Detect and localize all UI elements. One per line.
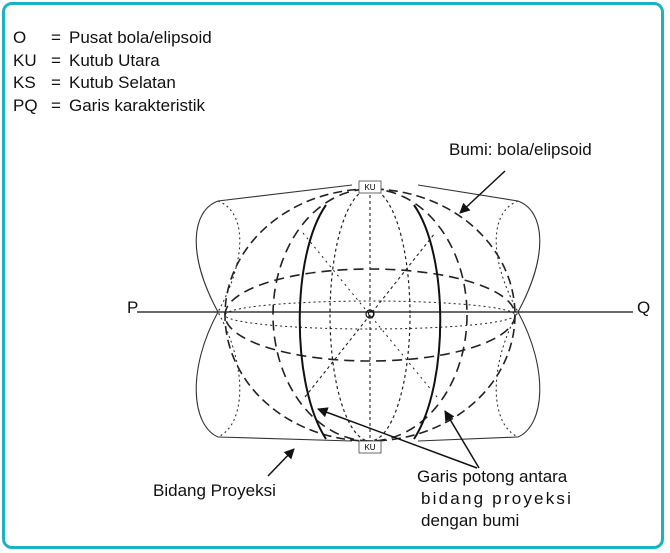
projection-plane-label: Bidang Proyeksi	[153, 481, 276, 500]
center-point-o	[365, 309, 375, 319]
legend: O = Pusat bola/elipsoid KU = Kutub Utara…	[13, 27, 212, 117]
legend-key: O	[13, 28, 27, 47]
legend-row-o: O = Pusat bola/elipsoid	[13, 27, 212, 50]
legend-row-ku: KU = Kutub Utara	[13, 50, 212, 73]
point-p-label: P	[127, 298, 139, 317]
legend-key: PQ	[13, 95, 38, 115]
legend-key: KS	[13, 73, 36, 92]
legend-equals: =	[51, 50, 61, 70]
north-pole-marker	[358, 180, 382, 194]
figure-frame: O = Pusat bola/elipsoid KU = Kutub Utara…	[2, 2, 664, 549]
legend-key: KU	[13, 50, 37, 70]
north-pole-label: KU	[364, 183, 375, 192]
projection-diagram: O KU KU	[137, 170, 633, 477]
intersection-label-line-1: Garis potong antara	[417, 467, 568, 486]
south-pole-marker	[358, 440, 382, 454]
projection-plane-cylinder	[195, 184, 541, 442]
legend-desc: Pusat bola/elipsoid	[69, 28, 212, 47]
annotation-arrows	[267, 170, 506, 477]
legend-desc: Kutub Utara	[69, 50, 160, 70]
center-label-o: O	[368, 310, 374, 319]
legend-equals: =	[51, 95, 61, 115]
point-q-label: Q	[637, 298, 651, 317]
intersection-lines	[298, 204, 442, 440]
legend-row-pq: PQ = Garis karakteristik	[13, 95, 212, 118]
legend-desc: Garis karakteristik	[69, 95, 206, 115]
intersection-label-line-2: bidang proyeksi	[421, 489, 574, 508]
legend-equals: =	[51, 73, 61, 92]
legend-row-ks: KS = Kutub Selatan	[13, 72, 212, 95]
intersection-label-line-3: dengan bumi	[421, 511, 520, 530]
legend-desc: Kutub Selatan	[69, 73, 176, 92]
legend-equals: =	[51, 28, 61, 47]
south-pole-label: KU	[364, 443, 375, 452]
earth-label: Bumi: bola/elipsoid	[449, 140, 592, 159]
